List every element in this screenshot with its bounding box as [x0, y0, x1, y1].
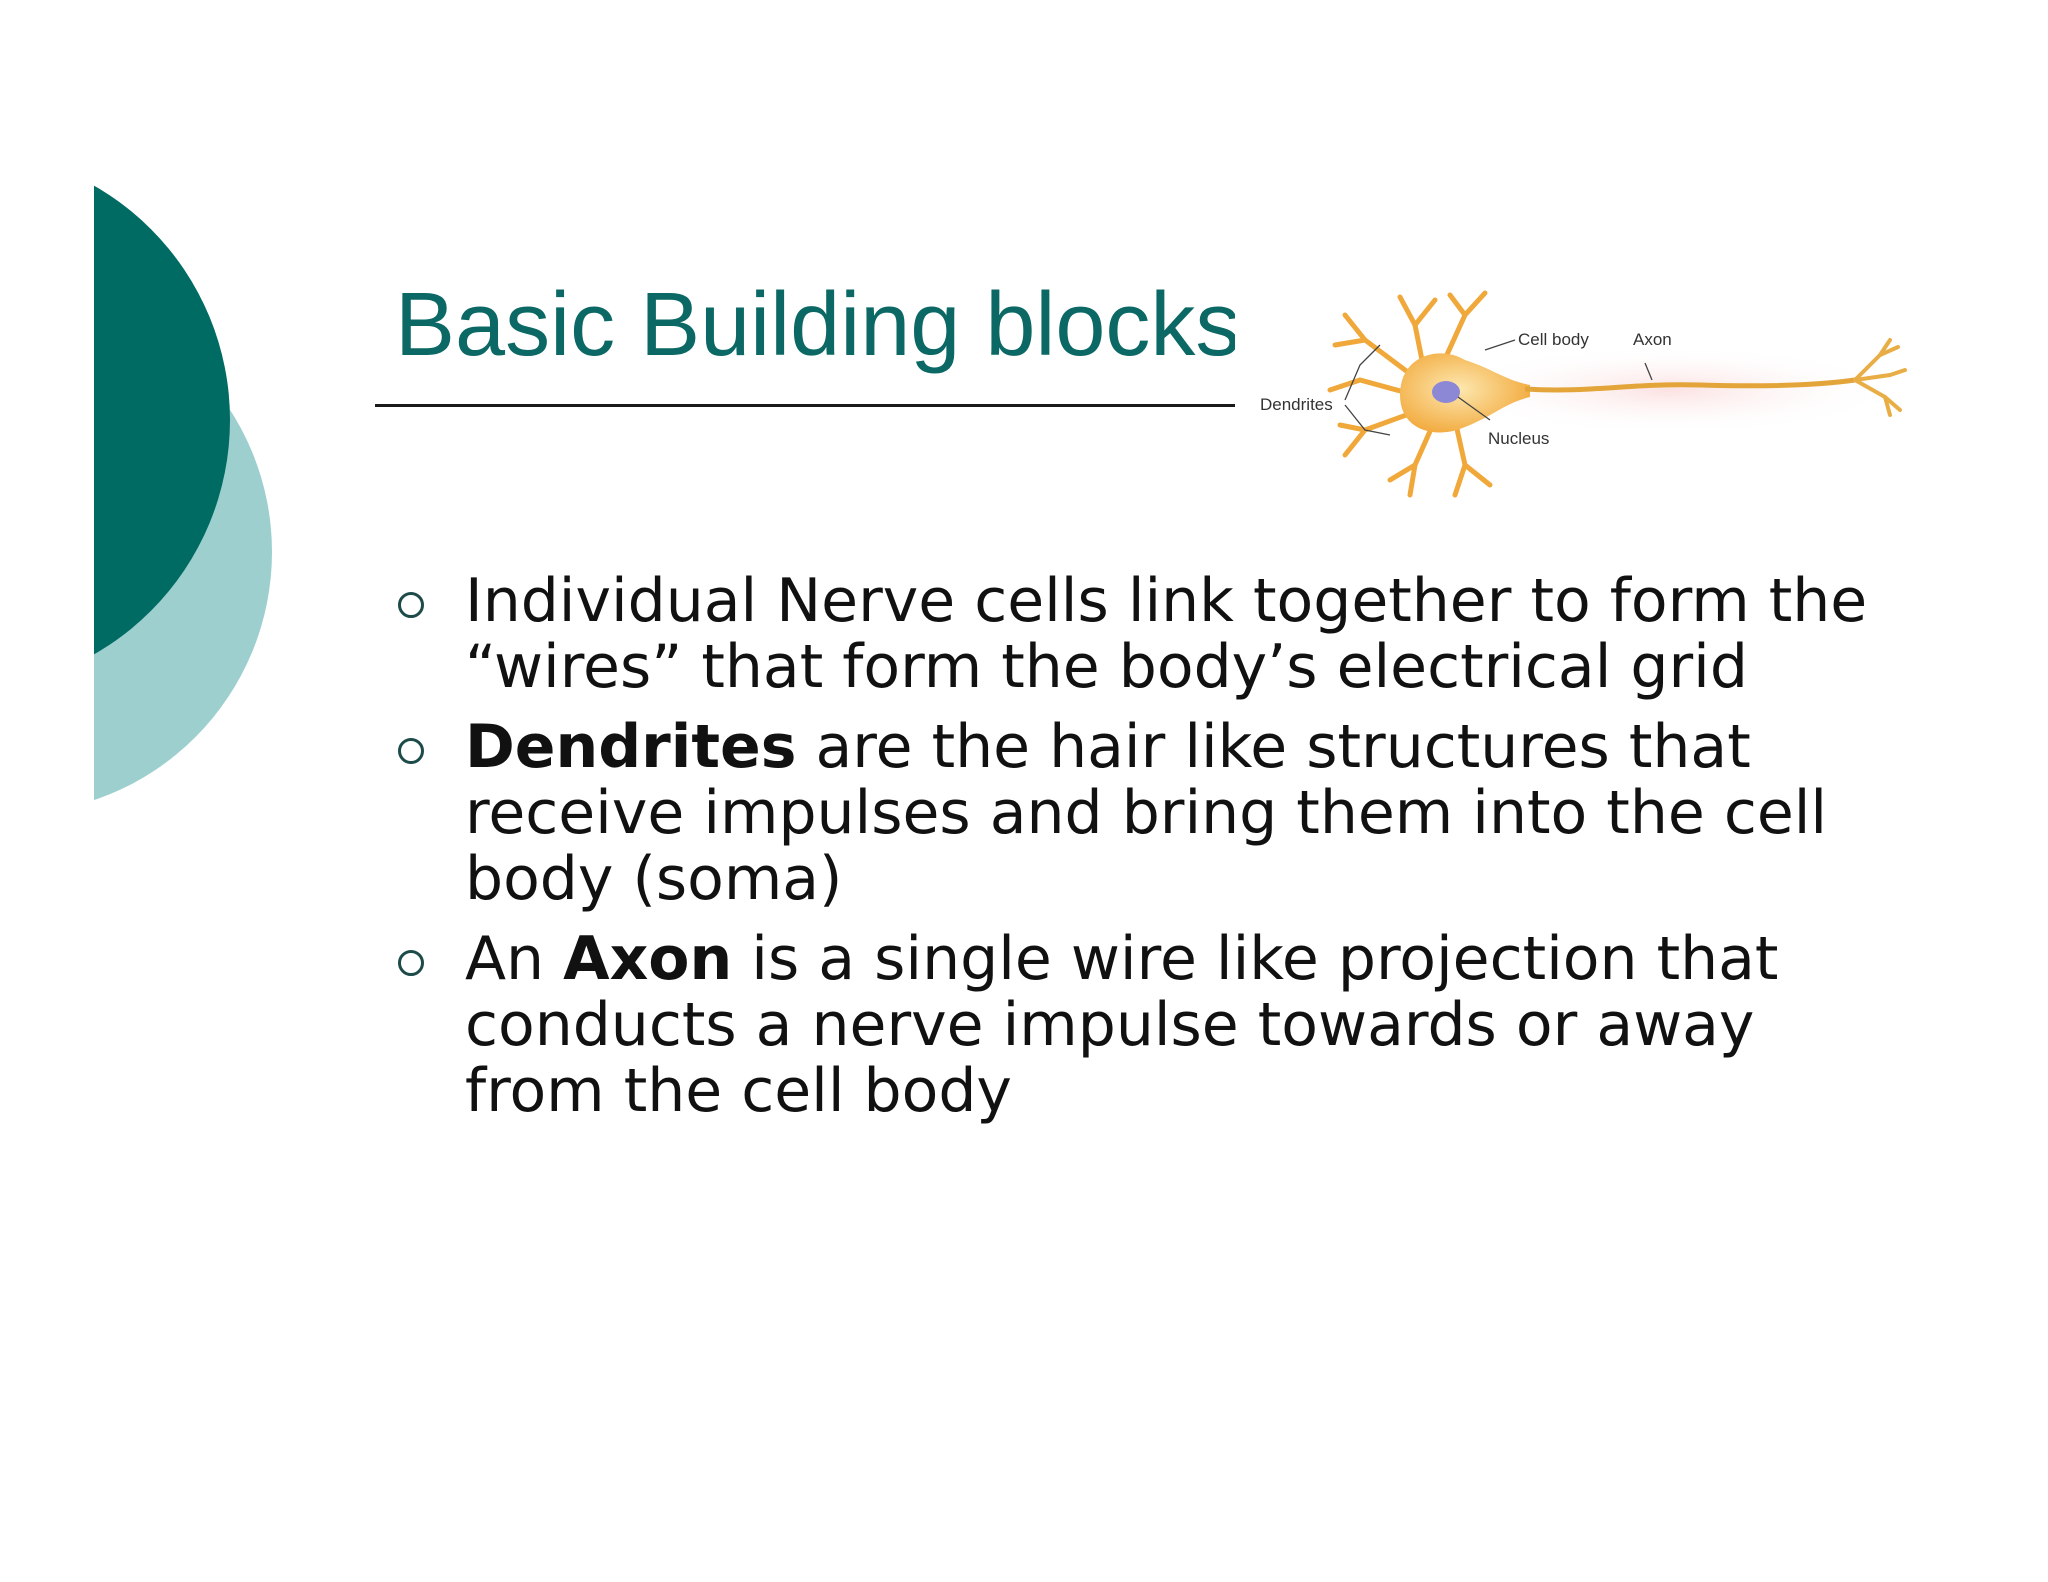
title-divider: [375, 404, 1235, 407]
slide-title: Basic Building blocks: [395, 275, 1235, 375]
nucleus-label: Nucleus: [1488, 429, 1549, 448]
bullet-item: Dendrites are the hair like structures t…: [390, 714, 1880, 912]
bullet-item: An Axon is a single wire like projection…: [390, 926, 1880, 1124]
circle-bullet-icon: [398, 738, 424, 764]
bullet-list: Individual Nerve cells link together to …: [390, 568, 1880, 1138]
cell-body-shape: [1400, 353, 1530, 433]
nucleus-shape: [1432, 381, 1460, 403]
circle-bullet-icon: [398, 950, 424, 976]
circle-bullet-icon: [398, 592, 424, 618]
cell-body-label: Cell body: [1518, 330, 1589, 349]
neuron-diagram: Cell body Axon Dendrites Nucleus: [1260, 290, 1907, 498]
decorative-circles: [0, 0, 272, 840]
bullet-term: Dendrites: [465, 712, 797, 782]
bullet-item: Individual Nerve cells link together to …: [390, 568, 1880, 700]
dendrites-label: Dendrites: [1260, 395, 1333, 414]
axon-label: Axon: [1633, 330, 1672, 349]
bullet-term: Axon: [563, 924, 733, 994]
axon-shape: [1524, 377, 1856, 393]
